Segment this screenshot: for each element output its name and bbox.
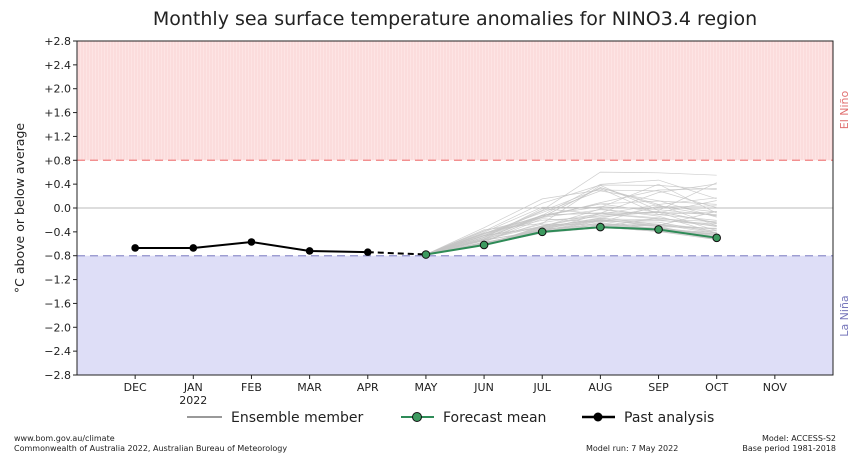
la-nina-label: La Niña	[838, 295, 851, 336]
data-series	[131, 222, 721, 259]
y-tick-label: +1.6	[44, 107, 71, 120]
y-tick-label: −2.0	[44, 321, 71, 334]
y-tick-label: 0.0	[54, 202, 72, 215]
forecast-mean-point	[537, 227, 547, 237]
x-tick-label: OCT	[705, 381, 728, 394]
footer-url: www.bom.gov.au/climate	[14, 434, 115, 443]
ensemble-member-line	[425, 205, 717, 255]
legend: Ensemble member Forecast mean Past analy…	[187, 410, 714, 426]
ensemble-member-line	[425, 190, 717, 255]
ensemble-member-line	[425, 220, 717, 255]
footer: www.bom.gov.au/climate Commonwealth of A…	[14, 434, 836, 453]
ensemble-member-line	[425, 182, 717, 255]
y-tick-label: +2.0	[44, 83, 71, 96]
past-analysis-point	[247, 238, 256, 246]
past-analysis-point	[189, 244, 198, 252]
forecast-mean-point	[479, 240, 489, 250]
legend-past-marker	[593, 412, 603, 422]
el-nino-band	[77, 41, 833, 161]
y-axis-ticks: +2.8 +2.4 +2.0 +1.6 +1.2 +0.8 +0.4 0.0 −0.4 −0.8 −…	[44, 35, 77, 382]
footer-copyright: Commonwealth of Australia 2022, Australi…	[14, 444, 287, 453]
y-tick-label: −0.8	[44, 250, 71, 263]
ensemble-member-line	[425, 188, 717, 255]
x-tick-label: NOV	[763, 381, 788, 394]
ensemble-member-line	[425, 184, 717, 255]
x-tick-label: FEB	[241, 381, 262, 394]
y-tick-label: +2.8	[44, 35, 71, 48]
y-tick-label: −2.8	[44, 369, 71, 382]
y-tick-label: −0.4	[44, 226, 71, 239]
x-tick-label: APR	[357, 381, 379, 394]
y-tick-label: −1.2	[44, 274, 71, 287]
x-tick-label: MAY	[414, 381, 437, 394]
y-tick-label: +2.4	[44, 59, 71, 72]
legend-past-label: Past analysis	[624, 410, 714, 426]
la-nina-band	[77, 255, 833, 375]
chart-title: Monthly sea surface temperature anomalie…	[153, 8, 757, 30]
x-tick-label: JUN	[473, 381, 494, 394]
y-tick-label: +0.4	[44, 178, 71, 191]
x-tick-label: JUL	[533, 381, 552, 394]
past-analysis-point	[363, 248, 372, 256]
x-tick-label: AUG	[588, 381, 612, 394]
y-tick-label: −1.6	[44, 297, 71, 310]
y-axis-label: °C above or below average	[12, 123, 27, 293]
x-tick-label: DEC	[124, 381, 147, 394]
past-forecast-connector	[367, 251, 426, 256]
legend-forecast-label: Forecast mean	[443, 410, 546, 426]
forecast-mean-point	[712, 233, 721, 243]
el-nino-label: El Niño	[838, 90, 851, 129]
footer-model-run: Model run: 7 May 2022	[586, 444, 678, 453]
x-tick-label: JAN	[183, 381, 203, 394]
ensemble-member-line	[425, 209, 717, 255]
x-year-label: 2022	[179, 394, 207, 407]
x-tick-label: MAR	[297, 381, 322, 394]
region-bands	[77, 41, 833, 375]
footer-base-period: Base period 1981-2018	[742, 444, 836, 453]
past-analysis-point	[131, 244, 139, 252]
y-tick-label: +1.2	[44, 130, 71, 143]
past-analysis-point	[305, 247, 314, 255]
forecast-mean-point	[654, 225, 663, 234]
x-axis-ticks: DEC JAN FEB MAR APR MAY JUN JUL AUG SEP OCT NOV 2022	[124, 375, 788, 407]
forecast-mean-point	[421, 250, 431, 259]
y-tick-label: −2.4	[44, 345, 71, 358]
footer-model: Model: ACCESS-S2	[762, 434, 836, 443]
ensemble-members	[425, 171, 717, 255]
forecast-mean-point	[596, 222, 605, 232]
forecast-mean-line	[425, 226, 717, 256]
y-tick-label: +0.8	[44, 154, 71, 167]
legend-forecast-marker	[412, 412, 422, 422]
legend-ensemble-label: Ensemble member	[231, 410, 363, 426]
ensemble-member-line	[425, 183, 717, 255]
x-tick-label: SEP	[648, 381, 669, 394]
